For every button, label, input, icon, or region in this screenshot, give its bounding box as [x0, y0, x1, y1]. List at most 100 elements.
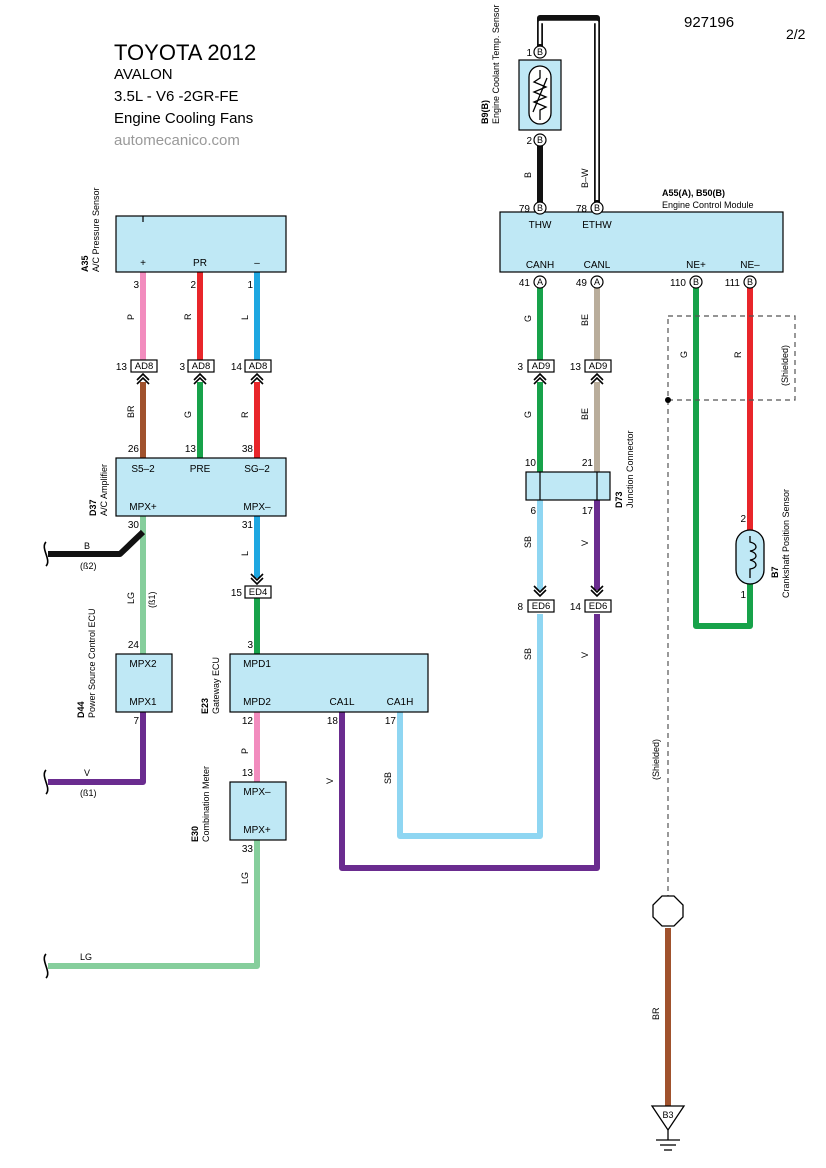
- a35-pin-minus: –: [254, 258, 260, 269]
- b7-name: Crankshaft Position Sensor: [781, 489, 791, 598]
- svg-text:B: B: [594, 203, 600, 213]
- d37-pin-mpxm: MPX–: [243, 502, 271, 513]
- svg-text:BE: BE: [580, 408, 590, 420]
- d37-pin-sg2: SG–2: [244, 464, 270, 475]
- svg-text:26: 26: [128, 444, 140, 455]
- svg-text:14: 14: [570, 602, 582, 613]
- svg-text:LG: LG: [240, 872, 250, 884]
- svg-text:17: 17: [582, 506, 594, 517]
- svg-text:SB: SB: [383, 772, 393, 784]
- svg-text:BE: BE: [580, 314, 590, 326]
- svg-text:8: 8: [517, 602, 523, 613]
- d37-code: D37: [88, 499, 98, 516]
- ground-connector: [650, 1105, 686, 1132]
- e23-pin-mpd1: MPD1: [243, 659, 271, 670]
- svg-text:B: B: [84, 541, 90, 551]
- d44-pin-mpx1: MPX1: [129, 697, 157, 708]
- svg-text:3: 3: [179, 362, 185, 373]
- d44-pin-mpx2: MPX2: [129, 659, 157, 670]
- e30-name: Combination Meter: [201, 766, 211, 842]
- svg-text:24: 24: [128, 640, 140, 651]
- wire-g-110: [693, 284, 753, 629]
- svg-text:12: 12: [242, 716, 254, 727]
- d37-name: A/C Amplifier: [99, 464, 109, 516]
- svg-text:A: A: [594, 277, 600, 287]
- title-make-year: TOYOTA 2012: [114, 40, 257, 65]
- ecm-box: [499, 211, 784, 273]
- svg-text:110: 110: [670, 278, 686, 289]
- conn-ad9-a: AD9: [532, 361, 550, 372]
- svg-text:V: V: [580, 540, 590, 546]
- d44-box: [115, 653, 173, 713]
- svg-text:P: P: [126, 314, 136, 320]
- conn-ad8-c: AD8: [249, 361, 267, 372]
- svg-text:V: V: [325, 778, 335, 784]
- svg-text:3: 3: [247, 640, 253, 651]
- svg-text:SB: SB: [523, 536, 533, 548]
- shield-ground-junction: [652, 895, 684, 927]
- e30-box: [229, 781, 287, 841]
- d37-pin-pre: PRE: [190, 464, 211, 475]
- conn-ad8-a: AD8: [135, 361, 153, 372]
- title-system: Engine Cooling Fans: [114, 110, 254, 127]
- d37-pin-mpxp: MPX+: [129, 502, 157, 513]
- svg-text:1: 1: [247, 280, 253, 291]
- svg-text:BR: BR: [126, 405, 136, 418]
- e30-code: E30: [190, 826, 200, 842]
- ecm-code: A55(A), B50(B): [662, 188, 725, 198]
- svg-text:111: 111: [725, 278, 741, 289]
- wire-lg-33: [48, 840, 260, 969]
- svg-text:B: B: [693, 277, 699, 287]
- svg-text:15: 15: [231, 588, 243, 599]
- svg-text:10: 10: [525, 458, 537, 469]
- ecm-name: Engine Control Module: [662, 200, 754, 210]
- svg-text:21: 21: [582, 458, 594, 469]
- svg-text:13: 13: [570, 362, 582, 373]
- page-number: 2/2: [786, 26, 806, 42]
- svg-text:G: G: [523, 315, 533, 322]
- a35-box: [115, 215, 287, 273]
- svg-text:V: V: [84, 768, 90, 778]
- d37-pin-s52: S5–2: [131, 464, 155, 475]
- svg-text:2: 2: [740, 514, 746, 525]
- svg-text:49: 49: [576, 278, 588, 289]
- conn-ed6-b: ED6: [589, 601, 607, 612]
- e23-pin-mpd2: MPD2: [243, 697, 271, 708]
- ecm-pin-thw: THW: [529, 220, 552, 231]
- svg-text:78: 78: [576, 204, 588, 215]
- conn-ed6-a: ED6: [532, 601, 550, 612]
- wire-v-18: [339, 614, 600, 871]
- svg-text:B: B: [523, 172, 533, 178]
- svg-text:(ß1): (ß1): [147, 592, 157, 609]
- svg-text:(Shielded): (Shielded): [651, 739, 661, 780]
- svg-text:13: 13: [242, 768, 254, 779]
- e23-pin-ca1l: CA1L: [329, 697, 354, 708]
- conn-ad8-b: AD8: [192, 361, 210, 372]
- shield-box: [667, 315, 796, 401]
- svg-text:BR: BR: [651, 1007, 661, 1020]
- ground-icon: [656, 1130, 680, 1151]
- wire-sb-17: [397, 614, 543, 839]
- a35-code: A35: [80, 255, 90, 272]
- svg-text:V: V: [580, 652, 590, 658]
- b7-code: B7: [770, 566, 780, 578]
- d73-name: Junction Connector: [625, 430, 635, 508]
- svg-text:3: 3: [133, 280, 139, 291]
- d44-name: Power Source Control ECU: [87, 608, 97, 718]
- e30-pin-mpxm: MPX–: [243, 787, 271, 798]
- conn-b3: B3: [662, 1110, 673, 1120]
- a35-name: A/C Pressure Sensor: [91, 187, 101, 272]
- b9-code: B9(B): [480, 100, 490, 124]
- svg-text:31: 31: [242, 520, 254, 531]
- svg-text:(ß1): (ß1): [80, 788, 97, 798]
- svg-text:R: R: [733, 351, 743, 358]
- svg-text:B–W: B–W: [580, 168, 590, 188]
- svg-text:2: 2: [190, 280, 196, 291]
- e23-pin-ca1h: CA1H: [387, 697, 414, 708]
- svg-text:LG: LG: [126, 592, 136, 604]
- ecm-pin-nem: NE–: [740, 260, 760, 271]
- svg-text:B: B: [537, 47, 543, 57]
- svg-text:14: 14: [231, 362, 243, 373]
- svg-text:P: P: [240, 748, 250, 754]
- ecm-pin-nep: NE+: [686, 260, 706, 271]
